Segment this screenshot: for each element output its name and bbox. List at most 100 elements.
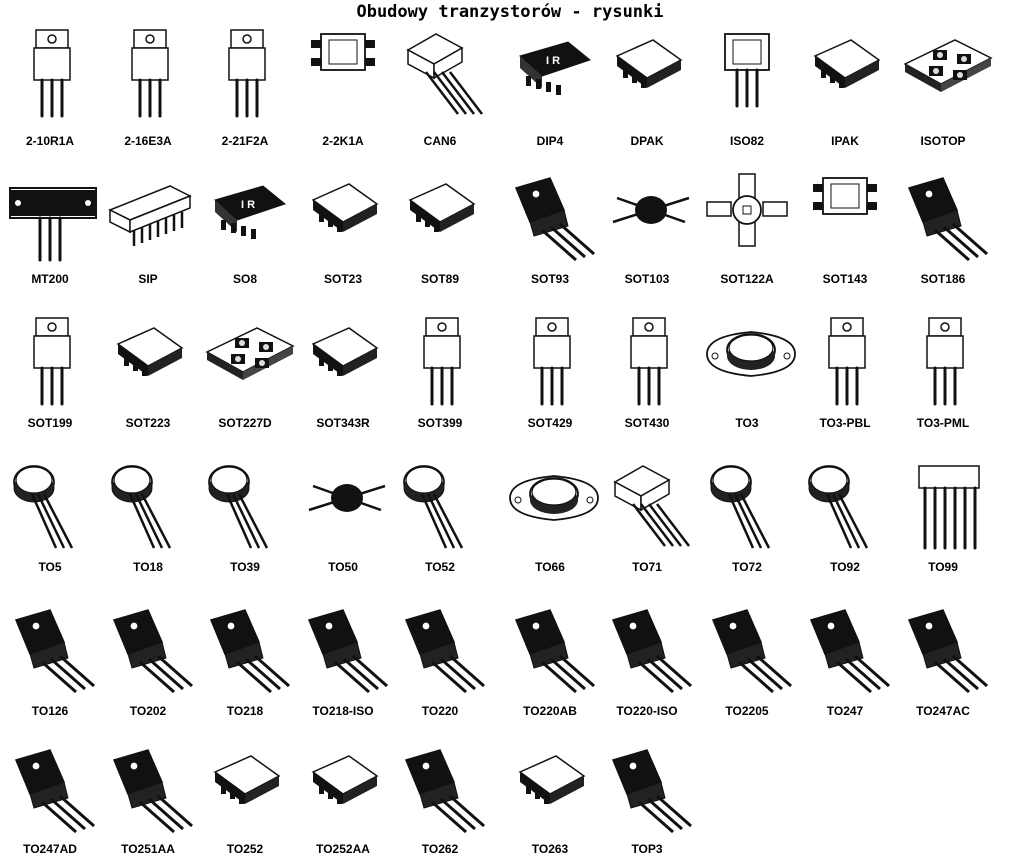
package-drawing xyxy=(907,177,988,262)
package-label: ISOTOP xyxy=(920,134,966,148)
package-label: SOT93 xyxy=(530,272,569,286)
package-drawing xyxy=(509,475,599,521)
page-title: Obudowy tranzystorów - rysunki xyxy=(356,2,664,22)
package-drawing xyxy=(228,29,266,118)
package-label: TO50 xyxy=(328,560,358,574)
package-drawing xyxy=(903,39,993,92)
package-label: TO262 xyxy=(421,842,459,856)
package-drawing xyxy=(907,609,988,694)
package-label: ISO82 xyxy=(729,134,765,148)
package-label: SOT430 xyxy=(624,416,670,430)
package-drawing xyxy=(14,749,95,834)
package-drawing xyxy=(630,317,668,406)
package-label: SOT89 xyxy=(420,272,459,286)
package-label: TO52 xyxy=(425,560,455,574)
package-drawing xyxy=(131,29,169,118)
package-label: TO66 xyxy=(535,560,565,574)
package-label: TO218 xyxy=(226,704,264,718)
package-drawing xyxy=(423,317,461,406)
package-label: TO220 xyxy=(421,704,459,718)
package-drawing xyxy=(307,609,388,694)
package-drawing xyxy=(112,609,193,694)
package-label: MT200 xyxy=(31,272,69,286)
package-label: 2-16E3A xyxy=(124,134,172,148)
package-label: TO126 xyxy=(31,704,69,718)
package-label: TO39 xyxy=(230,560,260,574)
package-label: SOT186 xyxy=(920,272,966,286)
package-drawing xyxy=(611,749,692,834)
package-drawing xyxy=(111,465,172,549)
package-drawing xyxy=(514,177,595,262)
package-drawing xyxy=(403,465,464,549)
package-label: SOT223 xyxy=(125,416,171,430)
package-drawing xyxy=(14,609,95,694)
package-drawing xyxy=(813,39,881,88)
package-label: SO8 xyxy=(232,272,257,286)
package-drawing: I R xyxy=(519,41,592,95)
package-drawing xyxy=(724,33,770,108)
package-label: TO247AC xyxy=(916,704,970,718)
package-drawing: I R xyxy=(214,185,287,239)
package-label: SOT429 xyxy=(527,416,573,430)
package-drawing xyxy=(926,317,964,406)
package-label: TO5 xyxy=(38,560,62,574)
package-drawing xyxy=(612,196,690,224)
package-label: TO252 xyxy=(226,842,264,856)
package-label: SOT122A xyxy=(720,272,774,286)
package-label: TO92 xyxy=(830,560,860,574)
package-label: TO220AB xyxy=(523,704,577,718)
svg-text:I R: I R xyxy=(241,199,255,211)
package-drawing xyxy=(33,317,71,406)
package-label: CAN6 xyxy=(423,134,457,148)
package-label: SOT399 xyxy=(417,416,463,430)
package-label: SOT23 xyxy=(323,272,362,286)
package-drawing xyxy=(533,317,571,406)
package-label: TO3-PML xyxy=(916,416,970,430)
package-drawing xyxy=(613,465,690,547)
package-label: TO18 xyxy=(133,560,163,574)
package-drawing xyxy=(706,173,788,247)
package-drawing xyxy=(518,755,586,804)
package-label: TO99 xyxy=(928,560,958,574)
package-drawing xyxy=(208,465,269,549)
package-drawing xyxy=(311,327,379,376)
package-label: TO252AA xyxy=(316,842,370,856)
package-drawing xyxy=(406,33,483,115)
package-label: TO71 xyxy=(632,560,662,574)
package-label: TO72 xyxy=(732,560,762,574)
package-drawing xyxy=(808,465,869,549)
package-label: TO251AA xyxy=(121,842,175,856)
package-drawing xyxy=(828,317,866,406)
package-drawing xyxy=(514,609,595,694)
package-drawing xyxy=(108,185,192,246)
package-drawing xyxy=(611,609,692,694)
package-label: SOT103 xyxy=(624,272,670,286)
package-label: TO3-PBL xyxy=(819,416,871,430)
package-label: SOT199 xyxy=(27,416,73,430)
package-label: SOT143 xyxy=(822,272,868,286)
package-drawing xyxy=(615,39,683,88)
package-label: 2-2K1A xyxy=(322,134,364,148)
package-label: TO247AD xyxy=(23,842,77,856)
package-drawing xyxy=(710,465,771,549)
package-drawing xyxy=(404,609,485,694)
package-label: TO247 xyxy=(826,704,864,718)
package-drawing xyxy=(209,609,290,694)
package-drawing xyxy=(311,33,375,71)
package-drawing xyxy=(213,755,281,804)
package-label: TOP3 xyxy=(631,842,663,856)
svg-text:I R: I R xyxy=(546,55,560,67)
package-label: 2-10R1A xyxy=(25,134,75,148)
package-label: TO218-ISO xyxy=(312,704,374,718)
package-label: DPAK xyxy=(630,134,664,148)
package-drawing xyxy=(311,183,379,232)
package-drawing xyxy=(33,29,71,118)
package-drawing xyxy=(918,465,980,550)
package-drawing xyxy=(13,465,74,549)
package-label: TO220-ISO xyxy=(616,704,678,718)
package-drawing xyxy=(9,187,97,262)
package-drawing xyxy=(706,331,796,377)
package-drawing xyxy=(311,755,379,804)
package-drawing xyxy=(112,749,193,834)
